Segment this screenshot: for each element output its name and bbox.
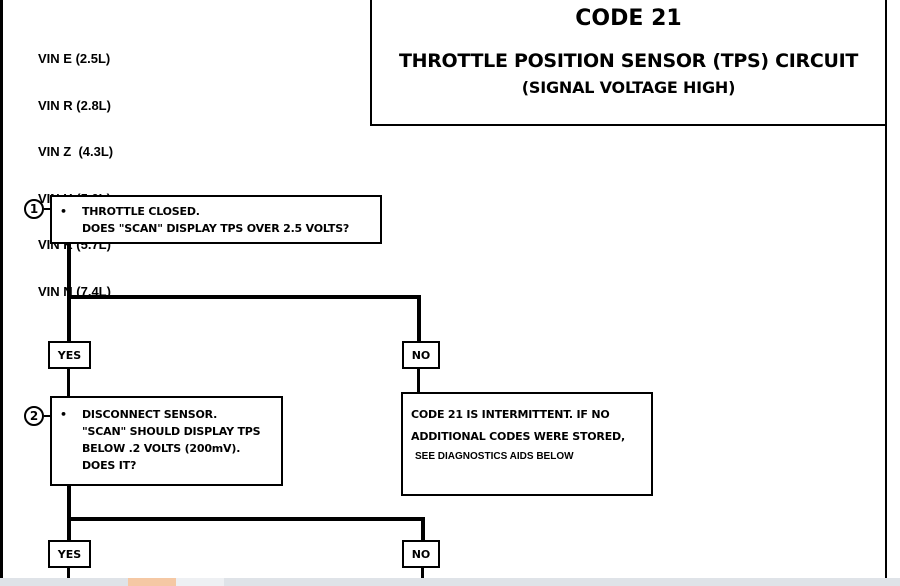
flow-line [67, 484, 71, 540]
vin-item: VIN E (2.5L) [38, 51, 111, 66]
step-2-text: • DISCONNECT SENSOR. "SCAN" SHOULD DISPLA… [60, 406, 261, 474]
step-1-line: DOES "SCAN" DISPLAY TPS OVER 2.5 VOLTS? [82, 222, 350, 235]
yes-label: YES [48, 540, 91, 568]
title-box [370, 0, 887, 126]
intermittent-line: ADDITIONAL CODES WERE STORED, [411, 430, 625, 443]
circuit-title: THROTTLE POSITION SENSOR (TPS) CIRCUIT [398, 50, 859, 72]
connector [44, 415, 51, 417]
flow-line [421, 565, 424, 586]
page-left-border [0, 0, 3, 586]
flow-line [67, 368, 70, 398]
vin-item: VIN R (2.8L) [38, 97, 111, 113]
connector [44, 208, 51, 210]
intermittent-line: CODE 21 IS INTERMITTENT. IF NO [411, 408, 610, 421]
intermittent-line: SEE DIAGNOSTICS AIDS BELOW [415, 451, 574, 462]
intermittent-text: CODE 21 IS INTERMITTENT. IF NO ADDITIONA… [411, 404, 625, 466]
vin-item: VIN Z (4.3L) [38, 144, 114, 159]
flow-line [417, 295, 421, 343]
bottom-scrollbar[interactable] [0, 578, 900, 586]
step-1-line: THROTTLE CLOSED. [82, 205, 200, 218]
bullet: • [60, 408, 67, 421]
no-label: NO [402, 341, 440, 369]
vin-list: VIN E (2.5L) VIN R (2.8L) VIN Z (4.3L) V… [38, 20, 113, 315]
flow-line [67, 243, 71, 343]
intermittent-box [401, 392, 653, 496]
step-2-box [50, 396, 283, 486]
step-number-1: 1 [24, 199, 44, 219]
code-title: CODE 21 [575, 6, 682, 31]
flow-line [67, 517, 425, 521]
step-number-2: 2 [24, 406, 44, 426]
no-label: NO [402, 540, 440, 568]
step-2-line: DISCONNECT SENSOR. [82, 408, 218, 421]
bottom-bar-accent [128, 578, 176, 586]
step-1-text: • THROTTLE CLOSED. DOES "SCAN" DISPLAY TP… [60, 203, 349, 237]
bullet: • [60, 205, 67, 218]
step-2-line: BELOW .2 VOLTS (200mV). [82, 442, 241, 455]
bottom-bar-segment [176, 578, 224, 586]
step-1-box [50, 195, 382, 244]
circuit-subtitle: (SIGNAL VOLTAGE HIGH) [521, 78, 736, 97]
flow-line [421, 517, 425, 540]
flow-line [417, 368, 420, 394]
page-right-border [885, 120, 887, 586]
step-2-line: "SCAN" SHOULD DISPLAY TPS [82, 425, 261, 438]
flow-line [67, 295, 421, 299]
yes-label: YES [48, 341, 91, 369]
flow-line [67, 565, 70, 586]
step-2-line: DOES IT? [82, 459, 137, 472]
